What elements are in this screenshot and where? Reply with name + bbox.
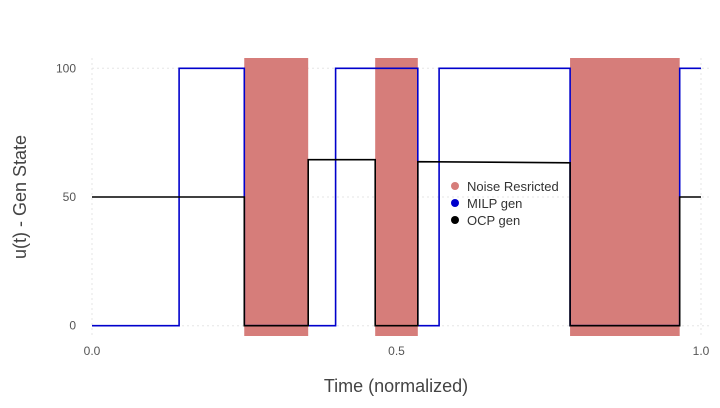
y-tick-label: 100	[56, 61, 76, 75]
legend-swatch-ocp	[451, 216, 459, 224]
legend-item-noise: Noise Resricted	[451, 179, 559, 194]
legend-label-milp: MILP gen	[467, 196, 522, 211]
legend-label-ocp: OCP gen	[467, 213, 520, 228]
legend-item-milp: MILP gen	[451, 196, 522, 211]
noise-restricted-band	[375, 58, 418, 336]
tick-layer: 0.0 0.5 1.0 0 50 100	[56, 61, 710, 358]
legend-label-noise: Noise Resricted	[467, 179, 559, 194]
x-tick-label: 1.0	[693, 344, 710, 358]
x-tick-label: 0.0	[84, 344, 101, 358]
x-tick-label: 0.5	[388, 344, 405, 358]
legend-swatch-noise	[451, 182, 459, 190]
x-axis-title: Time (normalized)	[324, 376, 468, 396]
noise-restricted-band	[244, 58, 309, 336]
series-layer	[92, 67, 701, 327]
legend-swatch-milp	[451, 199, 459, 207]
legend: Noise Resricted MILP gen OCP gen	[451, 179, 559, 228]
y-tick-label: 50	[63, 190, 77, 204]
y-axis-title: u(t) - Gen State	[10, 135, 30, 259]
series-line-ocp-gen	[92, 158, 701, 327]
y-tick-label: 0	[69, 319, 76, 333]
legend-item-ocp: OCP gen	[451, 213, 520, 228]
noise-band-layer	[244, 58, 680, 336]
noise-restricted-band	[570, 58, 680, 336]
